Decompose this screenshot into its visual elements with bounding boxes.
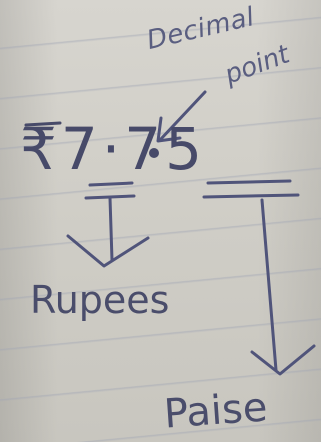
paise-underline [202, 179, 300, 199]
rupees-arrow [66, 196, 150, 268]
rupees-label: Rupees [30, 278, 170, 322]
rupee-symbol-stroke [24, 121, 62, 127]
rupees-underline [84, 181, 136, 200]
decimal-point-dot [149, 148, 159, 158]
paise-label: Paise [162, 384, 269, 438]
decimal-pointer-arrow [156, 90, 207, 143]
amount-text: ₹7·75 [20, 115, 207, 183]
paise-arrow [250, 198, 316, 376]
